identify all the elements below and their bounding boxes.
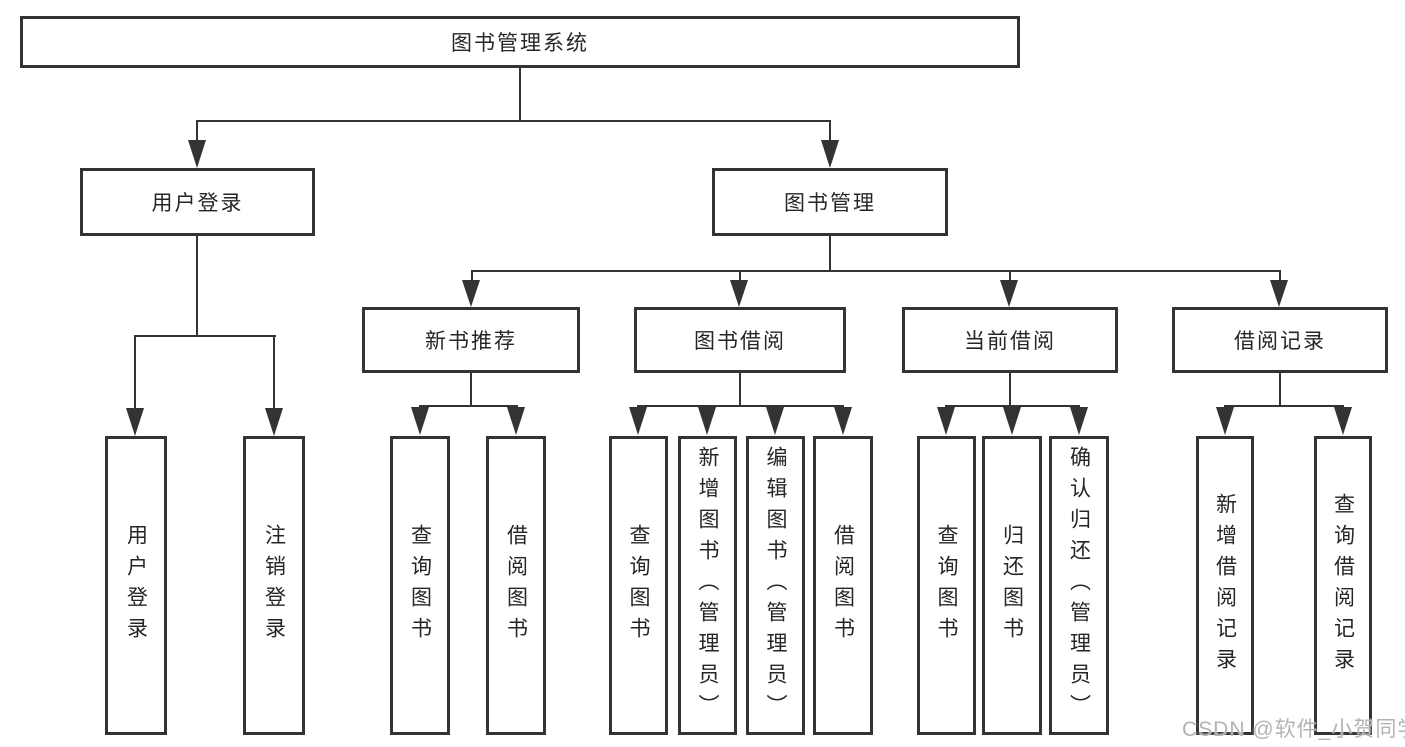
leaf-add-borrow-record: 新增借阅记录 (1196, 436, 1254, 735)
edge-drop-user-login (196, 120, 198, 142)
edge-root-drop (519, 68, 521, 122)
arrow-down-icon (698, 407, 716, 435)
arrow-down-icon (730, 280, 748, 307)
leaf-query-borrow-record: 查询借阅记录 (1314, 436, 1372, 735)
leaf-logout: 注销登录 (243, 436, 305, 735)
arrow-down-icon (265, 408, 283, 436)
edge-level3-bus (472, 270, 1281, 272)
node-book-borrow: 图书借阅 (634, 307, 846, 373)
node-borrow-records: 借阅记录 (1172, 307, 1388, 373)
edge-drop-level3 (1279, 270, 1281, 283)
arrow-down-icon (411, 407, 429, 435)
arrow-down-icon (1070, 407, 1088, 435)
edge-user-login-bus (135, 335, 276, 337)
node-current-borrow: 当前借阅 (902, 307, 1118, 373)
arrow-down-icon (507, 407, 525, 435)
edge-group-bus (419, 405, 518, 407)
edge-group-drop (1009, 373, 1011, 407)
arrow-down-icon (821, 140, 839, 168)
edge-group-bus (1224, 405, 1344, 407)
edge-level1-bus (197, 120, 831, 122)
leaf-query-books-borrow: 查询图书 (609, 436, 668, 735)
leaf-query-books-recommend: 查询图书 (390, 436, 450, 735)
arrow-down-icon (1216, 407, 1234, 435)
watermark-text: CSDN @软件_小贺同学 (1182, 718, 1405, 741)
arrow-down-icon (1334, 407, 1352, 435)
edge-book-mgmt-drop (829, 236, 831, 272)
arrow-down-icon (1003, 407, 1021, 435)
arrow-down-icon (937, 407, 955, 435)
node-new-book-recommend: 新书推荐 (362, 307, 580, 373)
edge-drop-level3 (1009, 270, 1011, 283)
leaf-edit-book-admin: 编辑图书（管理员） (746, 436, 805, 735)
edge-group-bus (637, 405, 844, 407)
arrow-down-icon (188, 140, 206, 168)
edge-drop-level3 (739, 270, 741, 283)
leaf-confirm-return-admin: 确认归还（管理员） (1049, 436, 1109, 735)
leaf-query-books-current: 查询图书 (917, 436, 976, 735)
arrow-down-icon (629, 407, 647, 435)
edge-drop-book-mgmt (829, 120, 831, 142)
arrow-down-icon (766, 407, 784, 435)
leaf-return-books: 归还图书 (982, 436, 1042, 735)
edge-user-login-drop (196, 236, 198, 337)
arrow-down-icon (834, 407, 852, 435)
node-user-login-branch: 用户登录 (80, 168, 315, 236)
edge-group-drop (1279, 373, 1281, 407)
edge-drop-level3 (471, 270, 473, 283)
arrow-down-icon (126, 408, 144, 436)
edge-group-bus (945, 405, 1080, 407)
arrow-down-icon (1000, 280, 1018, 307)
edge-drop-leaf (273, 335, 275, 412)
node-book-management-branch: 图书管理 (712, 168, 948, 236)
node-root: 图书管理系统 (20, 16, 1020, 68)
leaf-borrow-books-recommend: 借阅图书 (486, 436, 546, 735)
edge-group-drop (739, 373, 741, 407)
arrow-down-icon (1270, 280, 1288, 307)
leaf-user-login: 用户登录 (105, 436, 167, 735)
leaf-borrow-books: 借阅图书 (813, 436, 873, 735)
arrow-down-icon (462, 280, 480, 307)
leaf-add-book-admin: 新增图书（管理员） (678, 436, 737, 735)
edge-group-drop (470, 373, 472, 407)
edge-drop-leaf (134, 335, 136, 412)
